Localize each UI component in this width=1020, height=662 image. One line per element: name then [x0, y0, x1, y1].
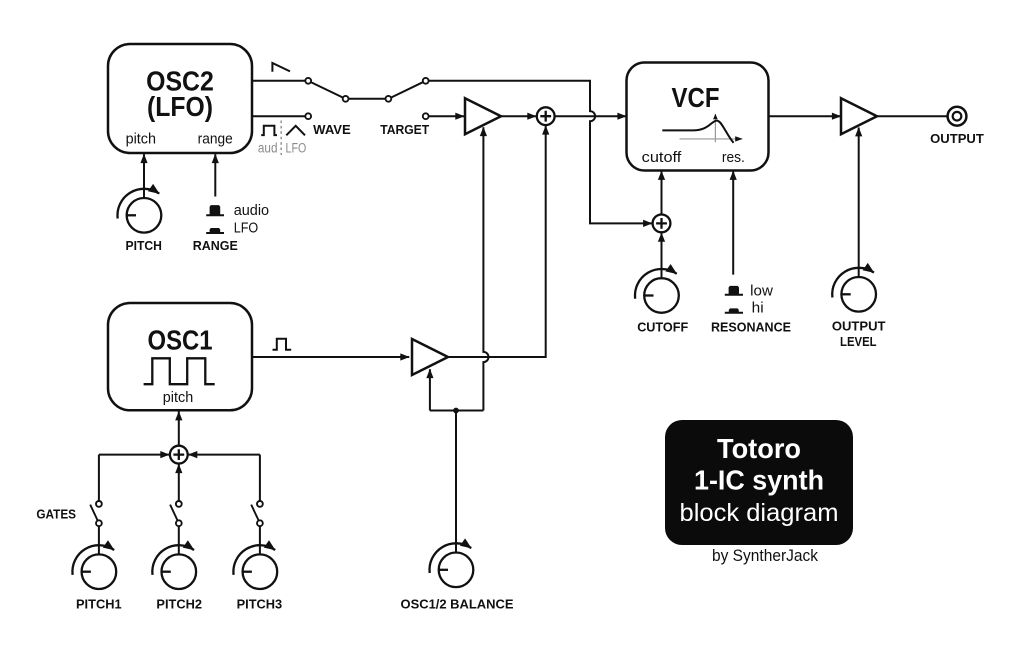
svg-text:Totoro: Totoro: [717, 433, 801, 464]
svg-text:low: low: [750, 283, 773, 300]
svg-text:PITCH1: PITCH1: [76, 597, 122, 612]
svg-text:RANGE: RANGE: [193, 238, 239, 253]
svg-text:VCF: VCF: [672, 82, 720, 113]
svg-text:hi: hi: [752, 299, 764, 316]
svg-text:PITCH3: PITCH3: [237, 597, 283, 612]
svg-text:pitch: pitch: [126, 131, 156, 148]
svg-text:TARGET: TARGET: [380, 122, 429, 137]
svg-text:res.: res.: [722, 149, 745, 166]
svg-text:OUTPUT: OUTPUT: [930, 131, 984, 146]
svg-text:PITCH2: PITCH2: [156, 597, 202, 612]
svg-text:WAVE: WAVE: [313, 122, 351, 137]
svg-text:LEVEL: LEVEL: [840, 334, 877, 349]
svg-text:LFO: LFO: [234, 219, 259, 236]
svg-text:cutoff: cutoff: [642, 149, 683, 166]
svg-text:by SyntherJack: by SyntherJack: [712, 546, 818, 565]
svg-text:OSC2: OSC2: [146, 66, 214, 97]
svg-text:OUTPUT: OUTPUT: [832, 318, 886, 333]
svg-text:LFO: LFO: [286, 140, 307, 155]
svg-text:aud: aud: [258, 140, 278, 155]
svg-text:CUTOFF: CUTOFF: [637, 319, 688, 334]
svg-text:GATES: GATES: [36, 507, 76, 522]
svg-text:(LFO): (LFO): [147, 91, 213, 122]
svg-text:OSC1: OSC1: [148, 325, 213, 356]
svg-text:1-IC synth: 1-IC synth: [694, 465, 824, 496]
svg-text:audio: audio: [234, 202, 269, 219]
svg-text:pitch: pitch: [163, 389, 193, 406]
svg-text:PITCH: PITCH: [126, 238, 162, 253]
svg-text:block diagram: block diagram: [680, 499, 839, 527]
svg-text:RESONANCE: RESONANCE: [711, 319, 791, 334]
svg-text:range: range: [198, 131, 233, 148]
svg-text:OSC1/2 BALANCE: OSC1/2 BALANCE: [401, 597, 514, 612]
